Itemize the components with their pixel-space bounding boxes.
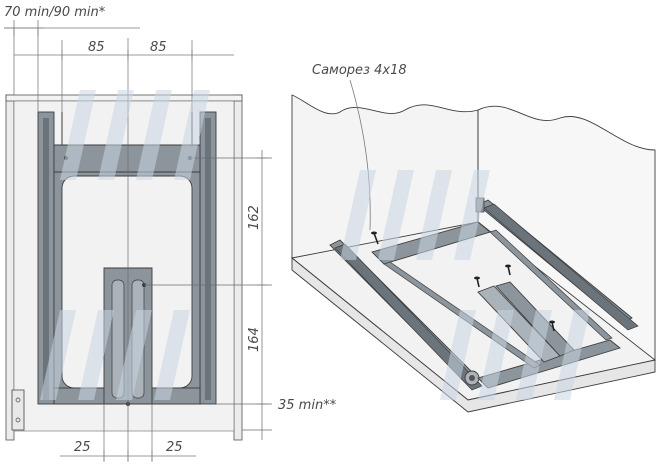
- cabinet-right-wall: [477, 105, 656, 361]
- label-left-25: 25: [74, 440, 91, 455]
- screw-icon: [505, 264, 511, 276]
- frame-left-rail-groove: [43, 118, 49, 400]
- iso-right-rail-side: [483, 203, 639, 331]
- label-right-85: 85: [150, 40, 167, 55]
- label-top-width: 70 min/90 min*: [4, 5, 106, 20]
- label-bottom-gap: 35 min**: [278, 398, 337, 413]
- cabinet-floor-edge: [291, 257, 656, 413]
- hinge-screw-icon: [15, 417, 21, 423]
- cabinet-left-side: [5, 94, 15, 441]
- screw-icon: [371, 231, 379, 245]
- label-right-25: 25: [166, 440, 183, 455]
- frame-right-rail-groove: [205, 118, 211, 400]
- screw-icon: [474, 276, 480, 288]
- screw-leader-line: [349, 79, 371, 231]
- label-screw: Саморез 4х18: [312, 63, 407, 78]
- hinge-screw-icon: [15, 397, 21, 403]
- screw-icon: [549, 320, 555, 332]
- hinge-icon: [11, 389, 25, 431]
- watermark-logo: [40, 90, 590, 400]
- roller-axle-icon: [469, 375, 475, 381]
- label-depth-164: 164: [247, 327, 262, 352]
- label-left-85: 85: [88, 40, 105, 55]
- label-depth-162: 162: [247, 205, 262, 230]
- cabinet-right-side: [233, 94, 243, 441]
- top-view-drawing: 70 min/90 min* 85 85 162 164 35 min** 25…: [4, 5, 337, 462]
